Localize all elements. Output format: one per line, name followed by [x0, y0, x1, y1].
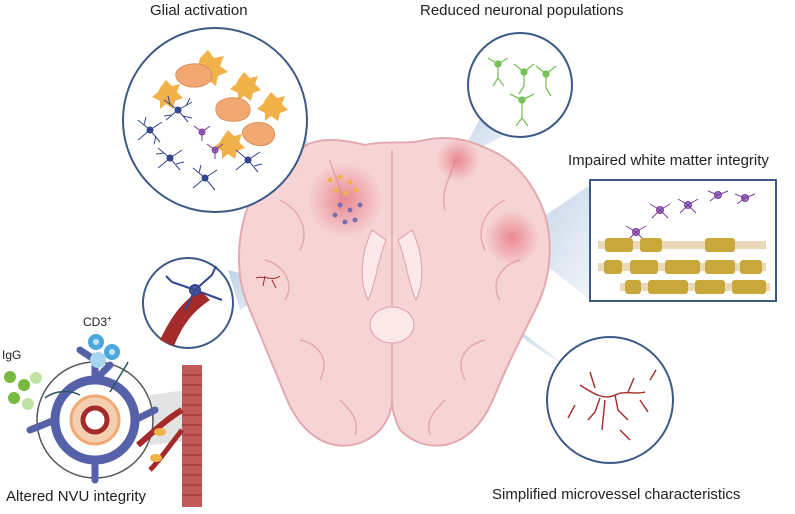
right-ventricle	[397, 229, 423, 302]
igg-molecule-icon	[4, 371, 42, 410]
brain-outline	[237, 137, 551, 447]
t-cell-icon	[88, 334, 120, 368]
neuron-icon	[487, 57, 557, 127]
oligodendrocyte-small	[193, 125, 224, 159]
brain-coronal-section	[237, 137, 551, 447]
label-white-matter: Impaired white matter integrity	[568, 152, 769, 169]
label-cd3: CD3+	[83, 314, 112, 329]
hotspot-white-matter	[484, 210, 540, 266]
microvessel-panel	[546, 336, 674, 464]
cd3-arrow	[109, 361, 129, 393]
label-cd3-sup: +	[107, 314, 112, 323]
oligodendrocyte-icon	[625, 190, 756, 241]
hotspot-glial	[307, 162, 383, 238]
brain-gyri	[264, 150, 521, 436]
microvessel-icon	[567, 369, 657, 441]
main-vessel	[182, 365, 202, 507]
branch-vessel-2	[148, 428, 184, 472]
main-vessel-rings	[182, 374, 202, 496]
glial-activation-panel	[122, 27, 308, 213]
astrocyte-endfoot-icon	[165, 265, 223, 311]
thalamus	[369, 306, 415, 344]
nvu-lumen	[80, 405, 110, 435]
igg-arrow	[44, 390, 81, 399]
blood-vessel-icon	[160, 290, 210, 346]
pericyte-dot	[154, 428, 166, 436]
glial-circle	[122, 27, 308, 213]
astrocyte-icon	[152, 50, 288, 159]
branch-vessel	[136, 407, 184, 448]
microglia-amoeboid	[175, 63, 276, 147]
left-ventricle	[361, 229, 387, 302]
neuron-panel	[467, 32, 573, 138]
astro-vessel-panel	[142, 257, 234, 349]
label-reduced-neuronal: Reduced neuronal populations	[420, 2, 624, 19]
neuron-circle	[467, 32, 573, 138]
pericyte-dot-2	[150, 454, 162, 462]
label-glial-activation: Glial activation	[150, 2, 248, 19]
microglia-icon	[137, 95, 263, 191]
label-cd3-text: CD3	[83, 315, 108, 329]
glial-dots	[327, 174, 363, 225]
label-igg: IgG	[2, 348, 22, 362]
hotspot-neuron	[436, 138, 480, 182]
label-microvessel: Simplified microvessel characteristics	[492, 486, 741, 503]
white-matter-panel	[589, 179, 777, 302]
nvu-panel	[4, 334, 202, 507]
microvessel-circle	[546, 336, 674, 464]
cortical-vessel	[255, 275, 281, 289]
cone-white-matter	[512, 185, 590, 300]
label-nvu: Altered NVU integrity	[6, 488, 147, 505]
myelinated-axon-icon	[598, 238, 770, 294]
